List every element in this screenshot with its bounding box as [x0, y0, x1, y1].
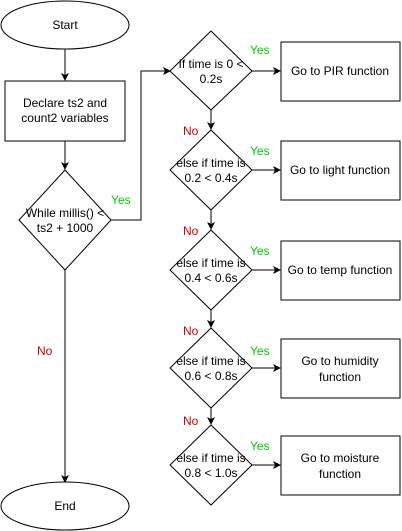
act3-node: Go to temp function	[280, 240, 401, 301]
act5-label-line1: Go to moisture	[301, 451, 380, 465]
declare-process-box	[4, 80, 126, 142]
cond4-node: else if time is 0.6 < 0.8s	[169, 327, 253, 409]
cond4-decision-diamond	[169, 327, 253, 409]
act5-process-box	[280, 435, 401, 496]
yes-label-cond2: Yes	[250, 144, 270, 158]
branch-labels: Yes No Yes Yes Yes Yes Yes No No No No	[37, 43, 270, 453]
while-label-line2: ts2 + 1000	[37, 221, 94, 235]
cond1-node: If time is 0 < 0.2s	[169, 30, 253, 111]
act5-label-line2: function	[319, 467, 361, 481]
cond5-label-line1: else if time is	[176, 451, 245, 465]
declare-label-line2: count2 variables	[21, 111, 108, 125]
start-node: Start	[0, 0, 130, 50]
cond2-node: else if time is 0.2 < 0.4s	[169, 129, 253, 211]
yes-label-cond4: Yes	[250, 344, 270, 358]
cond4-label-line1: else if time is	[176, 354, 245, 368]
cond1-label-line1: If time is 0 <	[178, 57, 243, 71]
no-label-cond4: No	[183, 414, 199, 428]
start-label: Start	[52, 18, 78, 32]
end-terminal-shape	[0, 481, 130, 531]
act4-label-line1: Go to humidity	[301, 354, 378, 368]
cond5-label-line2: 0.8 < 1.0s	[184, 466, 237, 480]
while-decision-diamond	[18, 169, 112, 271]
end-node: End	[0, 481, 130, 531]
declare-node: Declare ts2 and count2 variables	[4, 80, 126, 142]
act1-label: Go to PIR function	[291, 64, 389, 78]
yes-label-cond3: Yes	[250, 244, 270, 258]
cond5-decision-diamond	[169, 424, 253, 506]
declare-label-line1: Declare ts2 and	[23, 96, 107, 110]
no-label-cond2: No	[183, 224, 199, 238]
act5-node: Go to moisture function	[280, 435, 401, 496]
start-terminal-shape	[0, 0, 130, 50]
cond3-label-line2: 0.4 < 0.6s	[184, 271, 237, 285]
while-label-line1: While millis() <	[26, 206, 104, 220]
end-label: End	[54, 499, 75, 513]
cond4-label-line2: 0.6 < 0.8s	[184, 369, 237, 383]
cond3-label-line1: else if time is	[176, 256, 245, 270]
while-node: While millis() < ts2 + 1000	[18, 169, 112, 271]
act4-node: Go to humidity function	[280, 338, 401, 399]
act3-label: Go to temp function	[288, 263, 393, 277]
yes-label-cond1: Yes	[250, 43, 270, 57]
act2-node: Go to light function	[280, 140, 401, 201]
cond2-decision-diamond	[169, 129, 253, 211]
act1-node: Go to PIR function	[280, 41, 401, 102]
cond3-node: else if time is 0.4 < 0.6s	[169, 229, 253, 311]
yes-label-cond5: Yes	[250, 439, 270, 453]
act2-label: Go to light function	[290, 163, 390, 177]
edge-while-to-cond1	[111, 67, 171, 221]
act4-process-box	[280, 338, 401, 399]
act3-process-box	[280, 240, 401, 301]
cond2-label-line1: else if time is	[176, 156, 245, 170]
no-label-cond3: No	[183, 324, 199, 338]
cond1-decision-diamond	[169, 30, 253, 111]
yes-label-while: Yes	[111, 193, 131, 207]
no-label-while: No	[37, 344, 53, 358]
cond3-decision-diamond	[169, 229, 253, 311]
no-label-cond1: No	[183, 124, 199, 138]
act4-label-line2: function	[319, 370, 361, 384]
act2-process-box	[280, 140, 401, 201]
edges	[61, 48, 281, 483]
act1-process-box	[280, 41, 401, 102]
cond1-label-line2: 0.2s	[200, 72, 223, 86]
cond5-node: else if time is 0.8 < 1.0s	[169, 424, 253, 506]
cond2-label-line2: 0.2 < 0.4s	[184, 171, 237, 185]
